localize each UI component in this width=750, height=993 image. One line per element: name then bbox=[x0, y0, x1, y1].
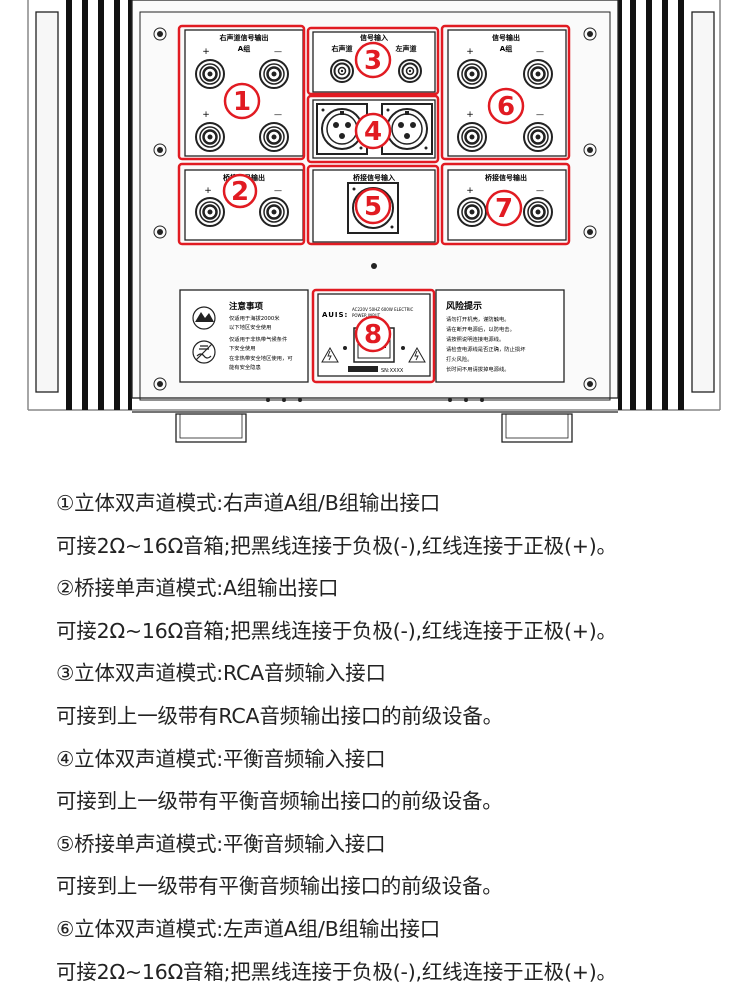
section-3-rca-input: 信号输入 右声道 左声道 3 bbox=[306, 26, 440, 96]
notice-line: 仅适用于非热带气候条件 bbox=[229, 335, 288, 343]
rca-jack-left[interactable] bbox=[398, 59, 422, 83]
risk-label: 风险提示 请勿打开机壳，谨防触电。 请在断开电源后，以防电击。 请按照说明连接电… bbox=[435, 289, 565, 383]
notice-line: 以下地区安全使用 bbox=[229, 323, 271, 331]
plus-sign: + bbox=[466, 186, 474, 196]
desc-3-title: ③立体双声道模式:RCA音频输入接口 bbox=[56, 661, 386, 686]
marker-1: 1 bbox=[233, 87, 251, 117]
desc-4-title: ④立体双声道模式:平衡音频输入接口 bbox=[56, 746, 386, 771]
risk-line: 长时间不用请拔掉电源线。 bbox=[446, 365, 510, 373]
desc-6-title: ⑥立体双声道模式:左声道A组/B组输出接口 bbox=[56, 916, 441, 941]
minus-sign: — bbox=[274, 47, 282, 56]
shock-warning-icon bbox=[321, 346, 339, 363]
minus-sign: — bbox=[536, 47, 544, 56]
power-spec: AC220V 50HZ 600W ELECTRIC bbox=[352, 307, 414, 312]
binding-post-bridge-plus[interactable] bbox=[194, 196, 226, 228]
label-left-group: A组 bbox=[500, 44, 512, 53]
notice-line: 下安全使用 bbox=[229, 344, 256, 352]
section-6-left-speaker-out: 信号输出 A组 + — + — 6 bbox=[440, 24, 571, 161]
section-4-xlr-input: 4 bbox=[306, 94, 440, 164]
section-5-bridge-xlr-input: 桥接信号输入 5 bbox=[306, 164, 440, 246]
risk-line: 请检查电源线是否正确，防止损坏 bbox=[446, 345, 526, 353]
binding-post-bridge-minus[interactable] bbox=[258, 196, 290, 228]
binding-post-left-b-minus[interactable] bbox=[522, 121, 554, 153]
foot-right bbox=[501, 413, 573, 443]
section-2-bridge-out: 桥接信号输出 + — 2 bbox=[177, 162, 306, 246]
plus-sign: + bbox=[204, 186, 212, 196]
foot-left bbox=[175, 413, 247, 443]
binding-post-right-a-minus[interactable] bbox=[258, 58, 290, 90]
marker-2: 2 bbox=[231, 177, 249, 207]
notice-line: 在非热带安全地区使用，可 bbox=[229, 354, 293, 362]
desc-2-title: ②桥接单声道模式:A组输出接口 bbox=[56, 576, 339, 601]
risk-title: 风险提示 bbox=[446, 300, 482, 312]
port-descriptions: ①立体双声道模式:右声道A组/B组输出接口 可接2Ω~16Ω音箱;把黑线连接于负… bbox=[56, 482, 746, 993]
notice-label: 注意事项 仅适用于海拔2000米 以下地区安全使用 仅适用于非热带气候条件 下安… bbox=[179, 289, 309, 383]
desc-6-body: 可接2Ω~16Ω音箱;把黑线连接于负极(-),红线连接于正极(+)。 bbox=[56, 959, 617, 984]
amplifier-rear-panel-diagram: 右声道信号输出 A组 + — + — 1 信号输入 右声道 左声道 3 4 bbox=[27, 0, 721, 443]
plus-sign: + bbox=[466, 110, 474, 120]
serial-number: SN:XXXX bbox=[381, 368, 404, 374]
power-brand: AUIS: bbox=[322, 311, 348, 319]
marker-4: 4 bbox=[364, 117, 382, 147]
minus-sign: — bbox=[536, 110, 544, 119]
binding-post-left-a-minus[interactable] bbox=[522, 58, 554, 90]
power-spec-2: POWER INPUT bbox=[352, 313, 381, 318]
rca-jack-right[interactable] bbox=[330, 59, 354, 83]
desc-3-body: 可接到上一级带有RCA音频输出接口的前级设备。 bbox=[56, 703, 503, 728]
shock-warning-icon bbox=[408, 346, 426, 363]
desc-2-body: 可接2Ω~16Ω音箱;把黑线连接于负极(-),红线连接于正极(+)。 bbox=[56, 618, 617, 643]
marker-7: 7 bbox=[495, 194, 513, 224]
heatsink-left bbox=[35, 0, 132, 410]
label-right-ch: 右声道 bbox=[331, 44, 353, 53]
risk-line: 请勿打开机壳，谨防触电。 bbox=[446, 315, 510, 323]
marker-5: 5 bbox=[364, 192, 382, 222]
notice-line: 能有安全隐患 bbox=[229, 363, 261, 371]
section-1-right-speaker-out: 右声道信号输出 A组 + — + — 1 bbox=[177, 24, 306, 161]
risk-line: 请按照说明连接电源线。 bbox=[446, 335, 504, 343]
desc-5-body: 可接到上一级带有平衡音频输出接口的前级设备。 bbox=[56, 874, 503, 899]
label-left-out: 信号输出 bbox=[492, 33, 520, 42]
desc-5-title: ⑤桥接单声道模式:平衡音频输入接口 bbox=[56, 831, 386, 856]
section-8-power-inlet: AUIS: AC220V 50HZ 600W ELECTRIC POWER IN… bbox=[311, 288, 436, 384]
binding-post-right-a-plus[interactable] bbox=[194, 58, 226, 90]
minus-sign: — bbox=[536, 186, 544, 195]
binding-post-bridge-r-plus[interactable] bbox=[456, 196, 488, 228]
label-bridge-in: 桥接信号输入 bbox=[353, 173, 395, 182]
altitude-warning-icon bbox=[192, 306, 216, 330]
minus-sign: — bbox=[274, 186, 282, 195]
marker-8: 8 bbox=[364, 320, 382, 350]
plus-sign: + bbox=[202, 47, 210, 57]
marker-3: 3 bbox=[364, 46, 382, 76]
heatsink-right bbox=[618, 0, 715, 410]
risk-line: 打火风险。 bbox=[446, 355, 473, 363]
marker-6: 6 bbox=[497, 92, 515, 122]
desc-4-body: 可接到上一级带有平衡音频输出接口的前级设备。 bbox=[56, 789, 503, 814]
binding-post-right-b-plus[interactable] bbox=[194, 121, 226, 153]
serial-barcode bbox=[348, 366, 378, 372]
binding-post-right-b-minus[interactable] bbox=[258, 121, 290, 153]
section-7-bridge-out-right: 桥接信号输出 + — 7 bbox=[440, 162, 571, 246]
binding-post-bridge-r-minus[interactable] bbox=[522, 196, 554, 228]
label-signal-in: 信号输入 bbox=[360, 33, 388, 42]
binding-post-left-b-plus[interactable] bbox=[456, 121, 488, 153]
minus-sign: — bbox=[274, 110, 282, 119]
binding-post-left-a-plus[interactable] bbox=[456, 58, 488, 90]
notice-line: 仅适用于海拔2000米 bbox=[229, 314, 280, 322]
label-right-out: 右声道信号输出 bbox=[219, 33, 269, 42]
plus-sign: + bbox=[202, 110, 210, 120]
desc-1-title: ①立体双声道模式:右声道A组/B组输出接口 bbox=[56, 491, 441, 515]
plus-sign: + bbox=[466, 47, 474, 57]
risk-line: 请在断开电源后，以防电击。 bbox=[446, 325, 515, 333]
label-left-ch: 左声道 bbox=[395, 44, 417, 53]
tropical-warning-icon bbox=[192, 340, 216, 364]
notice-title: 注意事项 bbox=[229, 301, 264, 312]
label-right-group: A组 bbox=[238, 44, 250, 53]
label-bridge-out-right: 桥接信号输出 bbox=[485, 173, 527, 182]
desc-1-body: 可接2Ω~16Ω音箱;把黑线连接于负极(-),红线连接于正极(+)。 bbox=[56, 533, 617, 558]
